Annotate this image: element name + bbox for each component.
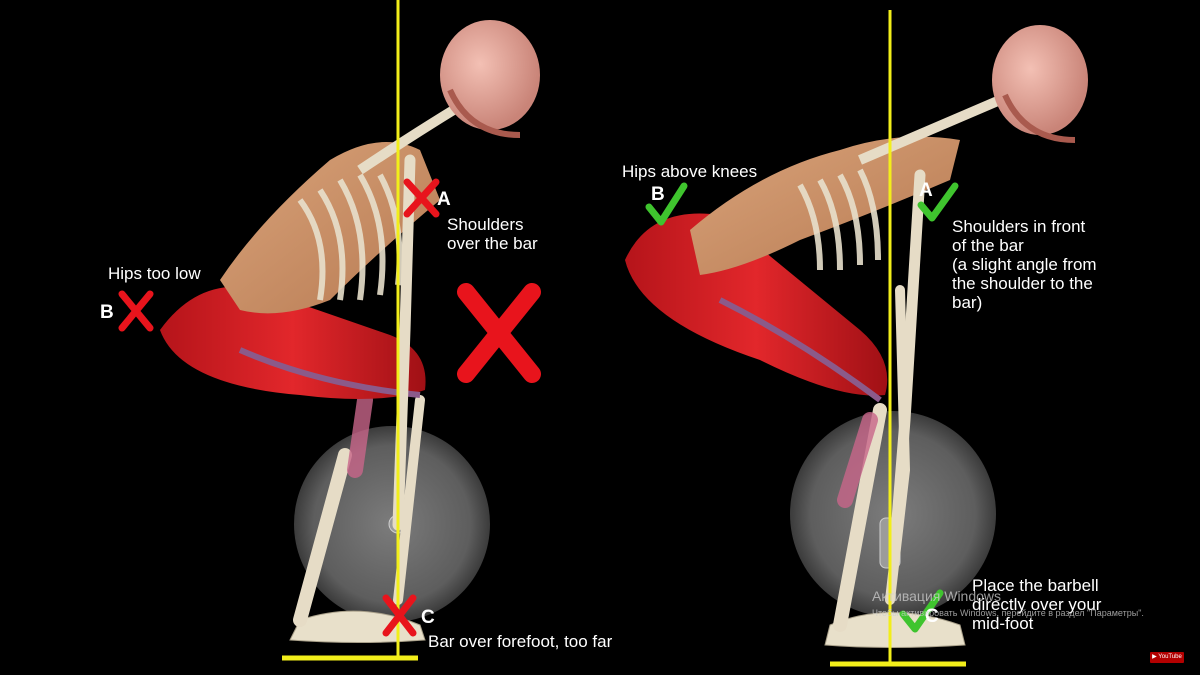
right-label-c-text: Place the barbell directly over your mid…: [972, 576, 1102, 633]
cross-icon-a: [403, 178, 440, 218]
large-cross-icon: [457, 283, 541, 383]
cross-icon-c: [382, 594, 417, 637]
activation-watermark-title: Активация Windows: [872, 588, 1002, 604]
youtube-badge: ▶ YouTube: [1150, 652, 1184, 663]
check-icon-b: [645, 182, 688, 226]
left-label-c-letter: C: [421, 607, 435, 628]
right-head: [992, 25, 1088, 135]
right-label-c-letter: C: [925, 606, 939, 627]
wrong-marks: [118, 178, 541, 637]
left-label-b-text: Hips too low: [108, 264, 201, 283]
right-label-b-letter: B: [651, 184, 665, 205]
right-label-a-letter: A: [919, 180, 933, 201]
activation-watermark-subtitle: Чтобы активировать Windows, перейдите в …: [872, 608, 1144, 618]
guide-lines: [282, 0, 966, 667]
right-label-b-text: Hips above knees: [622, 162, 758, 181]
right-label-a-text: Shoulders in front of the bar (a slight …: [952, 217, 1097, 312]
right-marks: [645, 182, 959, 633]
left-head: [440, 20, 540, 130]
left-label-a-text: Shoulders over the bar: [447, 215, 538, 253]
check-icon-a: [917, 182, 959, 222]
left-label-b-letter: B: [100, 302, 114, 323]
right-figure: [625, 25, 1088, 648]
check-icon-c: [899, 589, 944, 633]
left-label-c-text: Bar over forefoot, too far: [428, 632, 613, 651]
left-label-a-letter: A: [437, 189, 451, 210]
left-figure: [160, 20, 540, 643]
cross-icon-b: [118, 290, 154, 332]
